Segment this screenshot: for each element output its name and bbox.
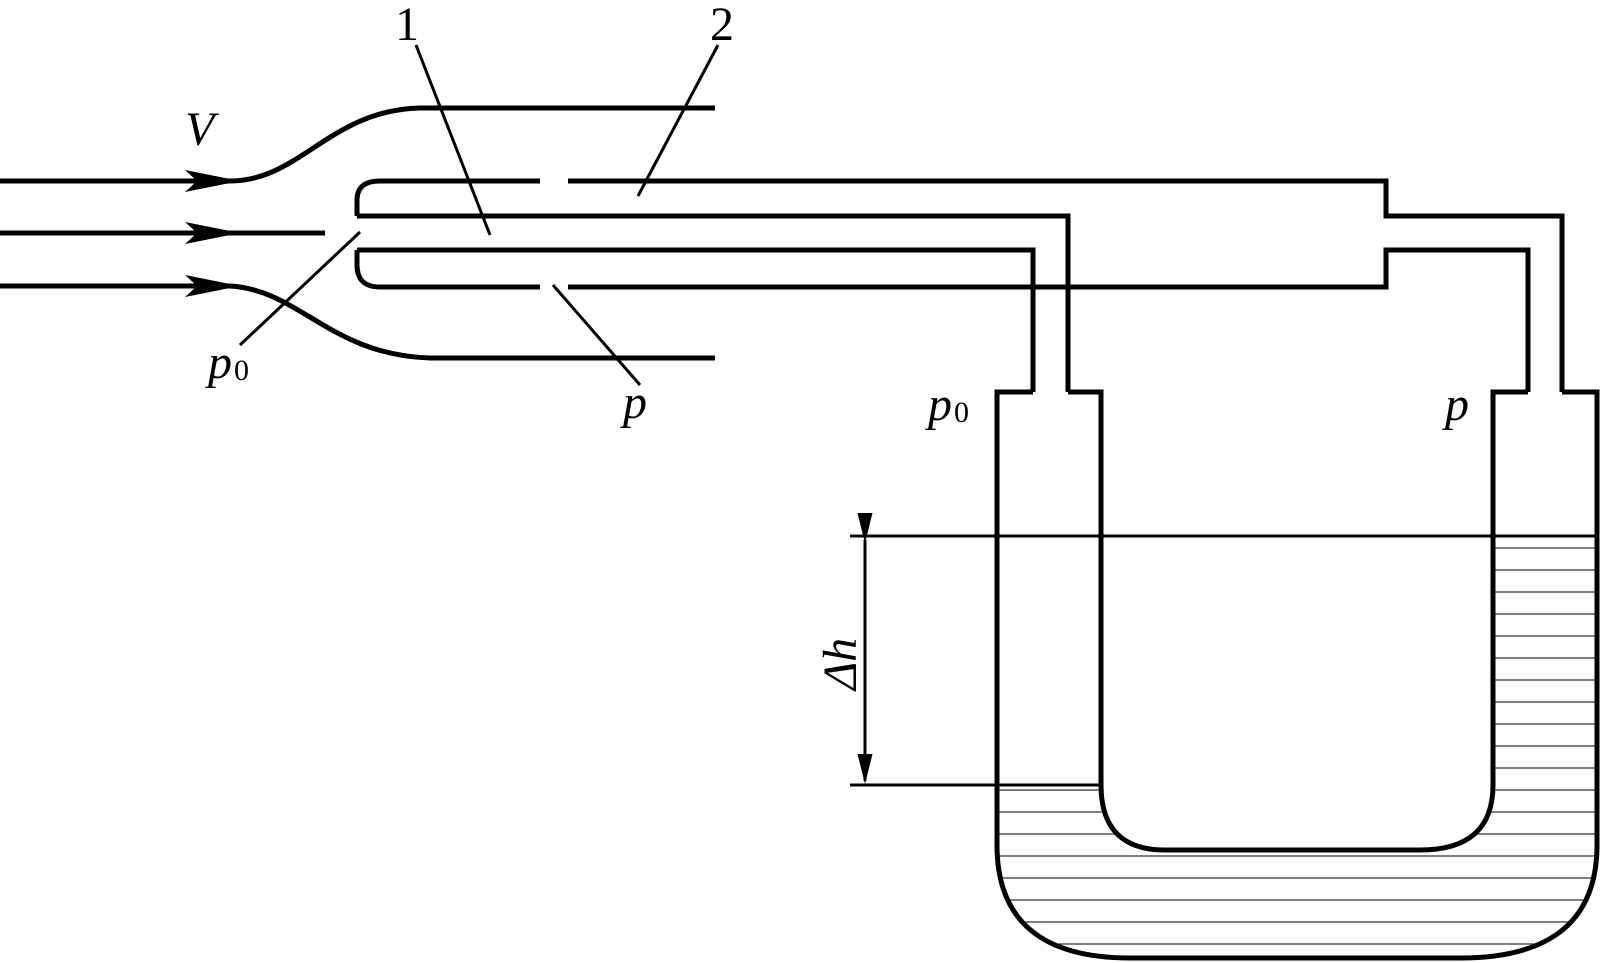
manometer-liquid (997, 547, 1597, 945)
tube-2-label: 2 (710, 0, 734, 51)
p-label-manometer: p (1442, 378, 1469, 431)
probe-outer-bottom (354, 250, 540, 290)
labels: V 1 2 p0 p p0 p Δh (185, 0, 1469, 692)
p0-label-manometer: p0 (925, 378, 969, 431)
u-tube-manometer (850, 389, 1600, 961)
leader-lines (238, 44, 720, 386)
streamline-bottom (0, 283, 715, 361)
velocity-label: V (185, 103, 219, 156)
tube-1-label: 1 (395, 0, 419, 51)
probe-outer-top (354, 178, 540, 216)
streamline-top (0, 105, 715, 184)
streamlines (0, 105, 715, 361)
leader-p (551, 284, 642, 386)
probe-outer-bottom-right (568, 247, 1531, 392)
arrow-icon (185, 222, 240, 244)
leader-2 (636, 44, 720, 197)
leader-p0 (238, 230, 362, 347)
p0-label-probe: p0 (205, 336, 249, 389)
pitot-static-probe (354, 178, 1565, 392)
arrow-icon (185, 170, 240, 192)
delta-h-label: Δh (814, 638, 867, 692)
total-pressure-tube-bottom (357, 247, 1036, 392)
manometer-inner-wall (1068, 389, 1528, 853)
manometer-outer-wall (994, 389, 1600, 961)
probe-outer-top-right (568, 178, 1565, 392)
total-pressure-tube-top (357, 213, 1071, 392)
leader-1 (414, 44, 492, 236)
arrow-icon (185, 275, 240, 297)
static-p-label-probe: p (620, 376, 647, 429)
